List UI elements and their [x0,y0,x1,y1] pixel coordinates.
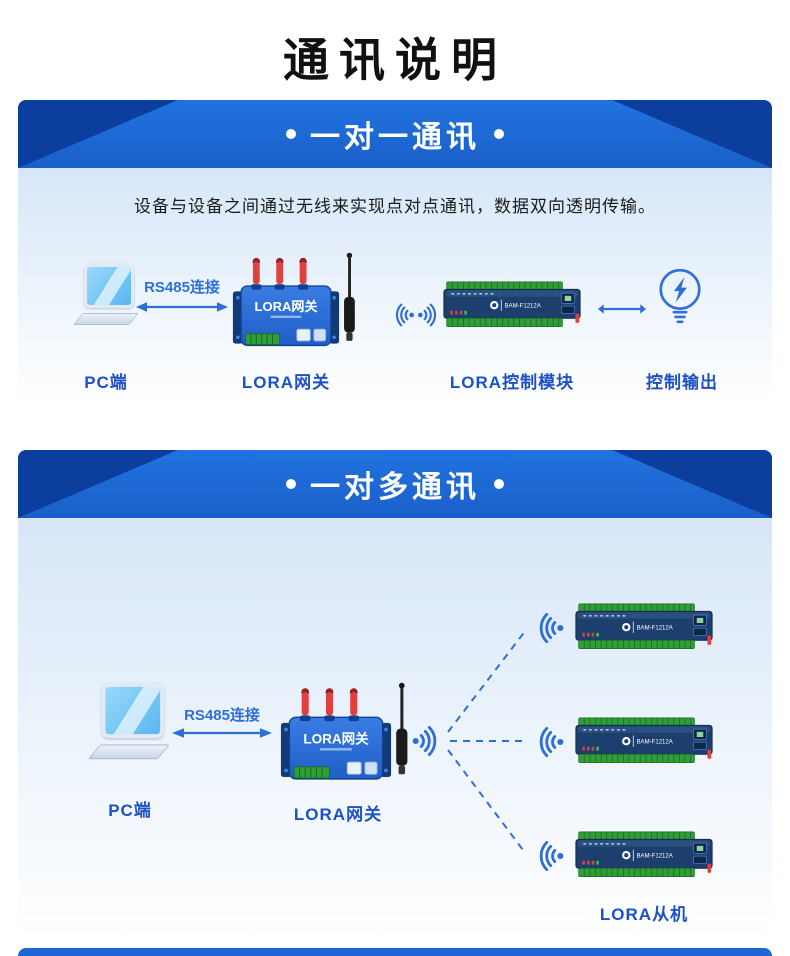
section-two-body: RS485连接 [18,518,772,940]
gateway-device-label: LORA网关 [255,299,319,314]
lora-module-device-icon: BAM-F1212A [443,281,581,328]
section-two-heading: 一对多通讯 [310,471,480,504]
bullet-icon [494,129,504,139]
pc-keyboard [72,313,140,325]
pc-monitor [84,264,134,308]
section-two-header: 一对多通讯 [18,450,772,518]
wireless-link-lines [447,629,527,855]
lora-gateway-device-icon: LORA网关 [232,252,355,347]
pc-icon [72,264,140,325]
pc-keyboard [87,744,171,760]
monitor-shine [105,686,161,735]
pc-label: PC端 [84,373,128,392]
wifi-signal-icon [417,303,437,327]
rs485-link-label: RS485连接 [184,707,260,724]
bullet-icon [286,479,296,489]
rs485-link-label: RS485连接 [144,279,220,296]
gateway-device-label: LORA网关 [303,730,369,746]
double-arrow-icon [172,728,272,738]
pc-label: PC端 [108,801,152,820]
module-device-model: BAM-F1212A [505,304,542,310]
wifi-signal-icon [412,725,437,757]
section-one-header: 一对一通讯 [18,100,772,168]
control-output-bulb-icon [659,268,701,324]
double-arrow-icon [598,304,646,314]
section-one-description: 设备与设备之间通过无线来实现点对点通讯，数据双向透明传输。 [134,197,656,216]
bullet-icon [494,479,504,489]
section-one-card: 一对一通讯 设备与设备之间通过无线来实现点对点通讯，数据双向透明传输。 RS48… [18,100,772,405]
next-card-top-edge [18,948,772,956]
lora-slave-device-icon: BAM-F1212A [575,831,713,878]
lora-slave-device-icon: BAM-F1212A [575,603,713,650]
bullet-icon [286,129,296,139]
pc-monitor [101,683,164,738]
gateway-label: LORA网关 [241,373,331,392]
module-label: LORA控制模块 [449,373,575,392]
section-one-heading: 一对一通讯 [310,121,480,154]
monitor-shine [87,267,131,305]
section-one-body: 设备与设备之间通过无线来实现点对点通讯，数据双向透明传输。 RS485连接 [18,168,772,405]
module-device-model: BAM-F1212A [637,740,674,746]
module-device-model: BAM-F1212A [637,626,674,632]
section-two-card: 一对多通讯 RS485连接 [18,450,772,940]
double-arrow-icon [136,302,228,312]
wifi-signal-icon [539,612,564,644]
wifi-signal-icon [539,726,564,758]
lora-slave-device-icon: BAM-F1212A [575,717,713,764]
gateway-label: LORA网关 [293,805,383,824]
module-device-model: BAM-F1212A [637,854,674,860]
lora-gateway-device-icon: LORA网关 [280,682,408,780]
wifi-signal-icon [539,840,564,872]
slave-label: LORA从机 [599,905,689,924]
page-title: 通讯说明 [283,34,507,86]
wifi-signal-icon [395,303,415,327]
pc-icon [87,683,172,760]
output-label: 控制输出 [646,373,718,392]
